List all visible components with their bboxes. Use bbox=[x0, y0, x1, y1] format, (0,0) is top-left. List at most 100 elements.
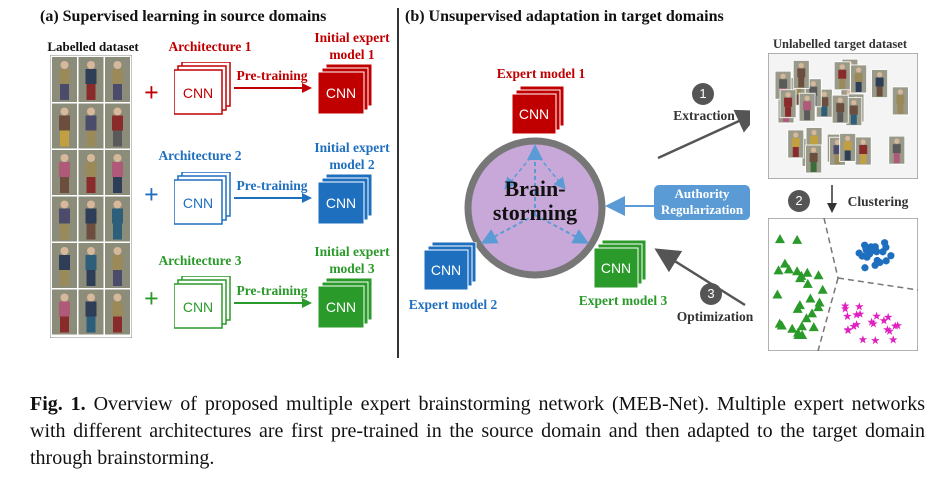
cluster-star bbox=[855, 309, 865, 318]
cluster-dot bbox=[871, 261, 879, 269]
cluster-triangle bbox=[776, 320, 787, 330]
cluster-dot bbox=[866, 250, 874, 258]
person-thumbnail bbox=[78, 103, 104, 149]
person-thumbnail bbox=[52, 103, 77, 149]
cluster-dot bbox=[862, 245, 870, 253]
initial-expert-2-cnn-stack: CNN bbox=[318, 174, 373, 225]
cluster-star bbox=[858, 335, 868, 344]
person-thumbnail bbox=[78, 57, 104, 102]
cluster-star bbox=[852, 310, 861, 319]
pretraining-label-1: Pre-training bbox=[236, 68, 308, 83]
brainstorming-text: Brain- storming bbox=[475, 177, 595, 225]
initial-expert-1-cnn-stack: CNN bbox=[318, 64, 373, 115]
cluster-dot bbox=[881, 239, 889, 247]
cluster-triangle bbox=[801, 313, 812, 323]
person-thumbnail bbox=[52, 243, 77, 288]
person-thumbnail bbox=[792, 60, 810, 89]
cluster-star bbox=[840, 304, 850, 313]
cluster-triangle bbox=[796, 321, 807, 331]
cluster-triangle bbox=[783, 264, 794, 274]
cluster-star bbox=[867, 317, 876, 326]
expert-model-3-cnn-stack: CNN bbox=[594, 240, 647, 289]
cluster-triangle bbox=[772, 289, 783, 299]
cluster-star bbox=[872, 311, 881, 320]
person-thumbnail bbox=[891, 86, 909, 116]
cluster-star bbox=[871, 336, 880, 345]
person-thumbnail bbox=[52, 150, 77, 195]
cnn-label: CNN bbox=[601, 260, 631, 276]
person-thumbnail bbox=[798, 92, 816, 122]
brainstorming-diagram bbox=[464, 109, 750, 307]
cluster-dot bbox=[887, 252, 895, 260]
person-thumbnail bbox=[845, 97, 863, 126]
cluster-triangle bbox=[817, 284, 828, 294]
person-thumbnail bbox=[779, 89, 797, 119]
labelled-dataset-label: Labelled dataset bbox=[47, 39, 139, 54]
panel-divider bbox=[397, 8, 399, 358]
cluster-triangle bbox=[813, 302, 824, 312]
cluster-star bbox=[855, 302, 864, 311]
cnn-label: CNN bbox=[519, 106, 549, 122]
step-3-badge: 3 bbox=[700, 283, 722, 305]
architecture-3-label: Architecture 3 bbox=[158, 253, 242, 268]
plus-icon-3: + bbox=[144, 284, 159, 313]
authority-line-1: Authority bbox=[674, 186, 730, 201]
person-thumbnail bbox=[850, 64, 868, 94]
pretraining-label-3: Pre-training bbox=[236, 283, 308, 298]
person-thumbnail bbox=[105, 196, 130, 242]
cluster-triangle bbox=[807, 308, 818, 318]
cluster-triangle bbox=[813, 270, 824, 280]
clustering-arrow bbox=[827, 185, 837, 213]
initial-expert-3-label: Initial expert model 3 bbox=[314, 244, 390, 276]
person-thumbnail bbox=[105, 289, 130, 335]
panel-a-title: (a) Supervised learning in source domain… bbox=[40, 8, 327, 25]
person-thumbnail bbox=[831, 94, 849, 124]
cluster-triangle bbox=[787, 323, 798, 333]
person-thumbnail bbox=[105, 150, 130, 195]
plus-icon-2: + bbox=[144, 180, 159, 209]
initial-expert-2-label: Initial expert model 2 bbox=[314, 140, 390, 172]
cluster-star bbox=[843, 325, 853, 334]
unlabelled-dataset-label: Unlabelled target dataset bbox=[772, 37, 907, 51]
person-thumbnail bbox=[839, 133, 857, 162]
cnn-label: CNN bbox=[183, 85, 213, 101]
clustering-result bbox=[768, 218, 918, 351]
person-thumbnail bbox=[52, 196, 77, 242]
optimization-label: Optimization bbox=[676, 309, 754, 324]
cluster-dot bbox=[882, 257, 890, 265]
cluster-triangle bbox=[794, 300, 805, 310]
person-thumbnail bbox=[871, 69, 889, 98]
authority-regularization-box: Authority Regularization bbox=[654, 185, 750, 220]
cluster-star bbox=[885, 326, 894, 335]
cluster-star bbox=[849, 321, 859, 330]
person-thumbnail bbox=[52, 289, 77, 335]
figure-caption: Fig. 1. Overview of proposed multiple ex… bbox=[30, 391, 925, 472]
caption-text: Overview of proposed multiple expert bra… bbox=[30, 393, 926, 469]
cluster-triangle bbox=[774, 234, 785, 244]
expert-model-2-cnn-stack: CNN bbox=[424, 242, 477, 291]
cnn-label: CNN bbox=[326, 85, 356, 101]
panel-b-title: (b) Unsupervised adaptation in target do… bbox=[405, 8, 724, 25]
cluster-triangle bbox=[802, 267, 813, 277]
architecture-1-cnn-stack: CNN bbox=[174, 62, 231, 115]
cluster-star bbox=[840, 301, 850, 310]
cluster-triangle bbox=[805, 293, 816, 303]
architecture-2-cnn-stack: CNN bbox=[174, 172, 231, 225]
cnn-label: CNN bbox=[183, 299, 213, 315]
cluster-star bbox=[883, 312, 893, 321]
expert-model-2-label: Expert model 2 bbox=[408, 297, 498, 312]
cluster-star bbox=[852, 320, 861, 329]
cluster-triangle bbox=[792, 234, 803, 244]
cluster-star bbox=[893, 321, 902, 330]
architecture-3-cnn-stack: CNN bbox=[174, 276, 231, 329]
person-thumbnail bbox=[105, 243, 130, 288]
cluster-dot bbox=[855, 249, 863, 257]
person-thumbnail bbox=[787, 129, 805, 159]
cluster-dot bbox=[861, 264, 869, 272]
cluster-star bbox=[843, 311, 852, 320]
person-thumbnail bbox=[78, 243, 104, 288]
expert-model-3-label: Expert model 3 bbox=[578, 293, 668, 308]
cluster-triangle bbox=[779, 258, 790, 268]
cnn-label: CNN bbox=[183, 195, 213, 211]
person-thumbnail bbox=[105, 57, 130, 102]
